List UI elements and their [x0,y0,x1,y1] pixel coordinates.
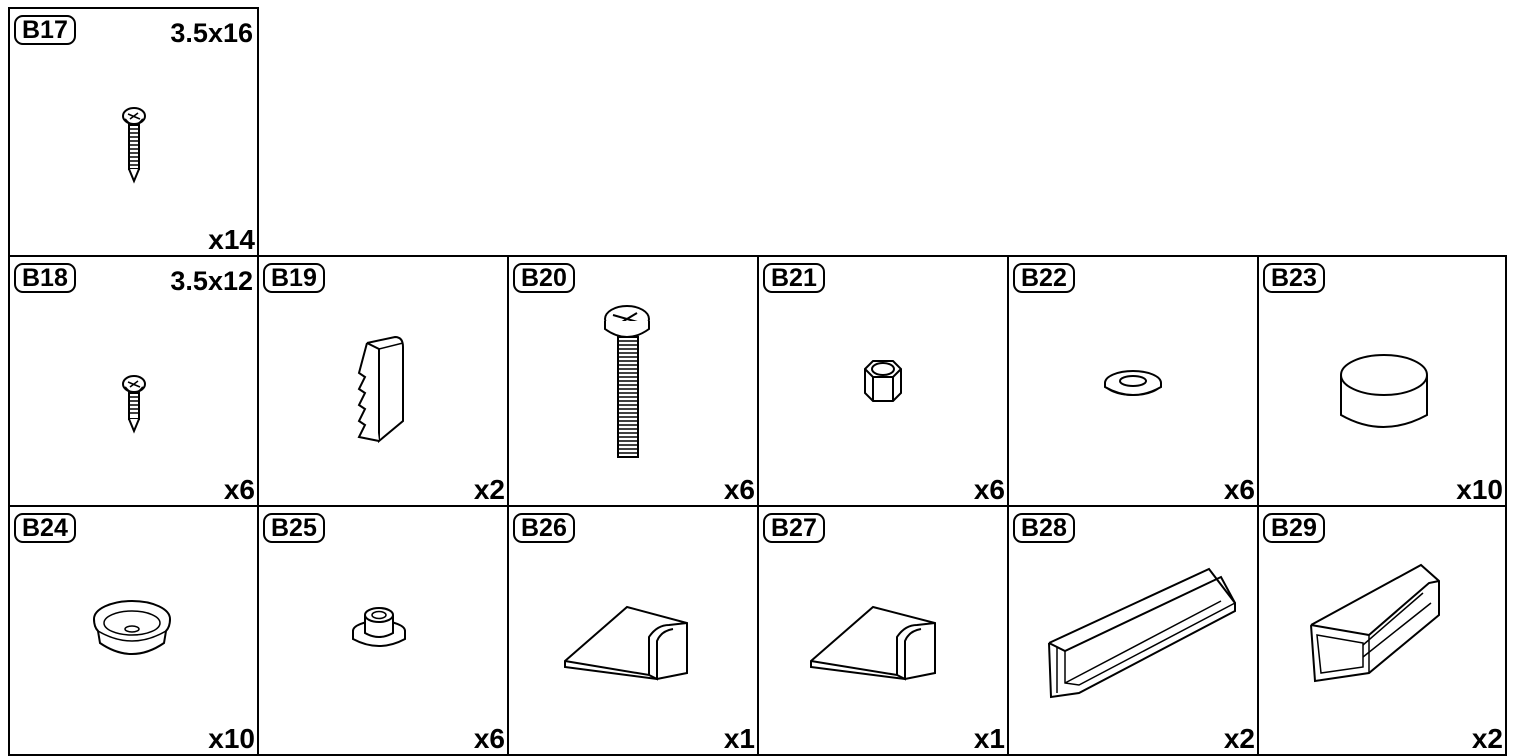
part-code: B26 [513,513,575,543]
part-code: B28 [1013,513,1075,543]
part-cell-b19: B19 x2 [257,255,509,507]
part-quantity: x2 [1471,723,1503,754]
part-quantity: x2 [473,474,505,505]
part-cell-b24: B24 x10 [8,505,259,756]
angle-profile-icon [1009,507,1257,754]
part-quantity: x2 [1223,723,1255,754]
part-quantity: x14 [208,224,255,255]
part-quantity: x6 [223,474,255,505]
part-size: 3.5x12 [170,266,253,296]
part-quantity: x6 [473,723,505,754]
machine-bolt-icon [509,257,757,505]
part-cell-b23: B23 x10 [1257,255,1507,507]
part-code: B25 [263,513,325,543]
part-quantity: x6 [723,474,755,505]
part-cell-b18: B18 3.5x12 x6 [8,255,259,507]
part-quantity: x1 [723,723,755,754]
part-cell-b27: B27 x1 [757,505,1009,756]
cup-cap-icon [10,507,257,754]
part-code: B18 [14,263,76,293]
part-cell-b25: B25 x6 [257,505,509,756]
round-pad-icon [1259,257,1505,505]
hex-nut-icon [759,257,1007,505]
part-size: 3.5x16 [170,18,253,48]
part-cell-b28: B28 x2 [1007,505,1259,756]
pan-head-screw-icon [10,9,257,255]
short-screw-icon [10,257,257,505]
part-quantity: x10 [208,723,255,754]
part-code: B20 [513,263,575,293]
part-cell-b17: B17 3.5x16 x14 [8,7,259,257]
part-cell-b26: B26 x1 [507,505,759,756]
part-code: B17 [14,15,76,45]
l-bracket-strip-icon [759,507,1007,754]
part-code: B29 [1263,513,1325,543]
serrated-clip-icon [259,257,507,505]
part-cell-b29: B29 x2 [1257,505,1507,756]
washer-icon [1009,257,1257,505]
part-code: B21 [763,263,825,293]
part-code: B24 [14,513,76,543]
part-code: B19 [263,263,325,293]
channel-profile-icon [1259,507,1505,754]
part-cell-b20: B20 x6 [507,255,759,507]
part-cell-b21: B21 x6 [757,255,1009,507]
part-quantity: x1 [973,723,1005,754]
part-cell-b22: B22 x6 [1007,255,1259,507]
part-code: B27 [763,513,825,543]
part-quantity: x6 [1223,474,1255,505]
part-code: B23 [1263,263,1325,293]
part-quantity: x6 [973,474,1005,505]
l-bracket-strip-icon [509,507,757,754]
part-quantity: x10 [1456,474,1503,505]
bushing-icon [259,507,507,754]
part-code: B22 [1013,263,1075,293]
